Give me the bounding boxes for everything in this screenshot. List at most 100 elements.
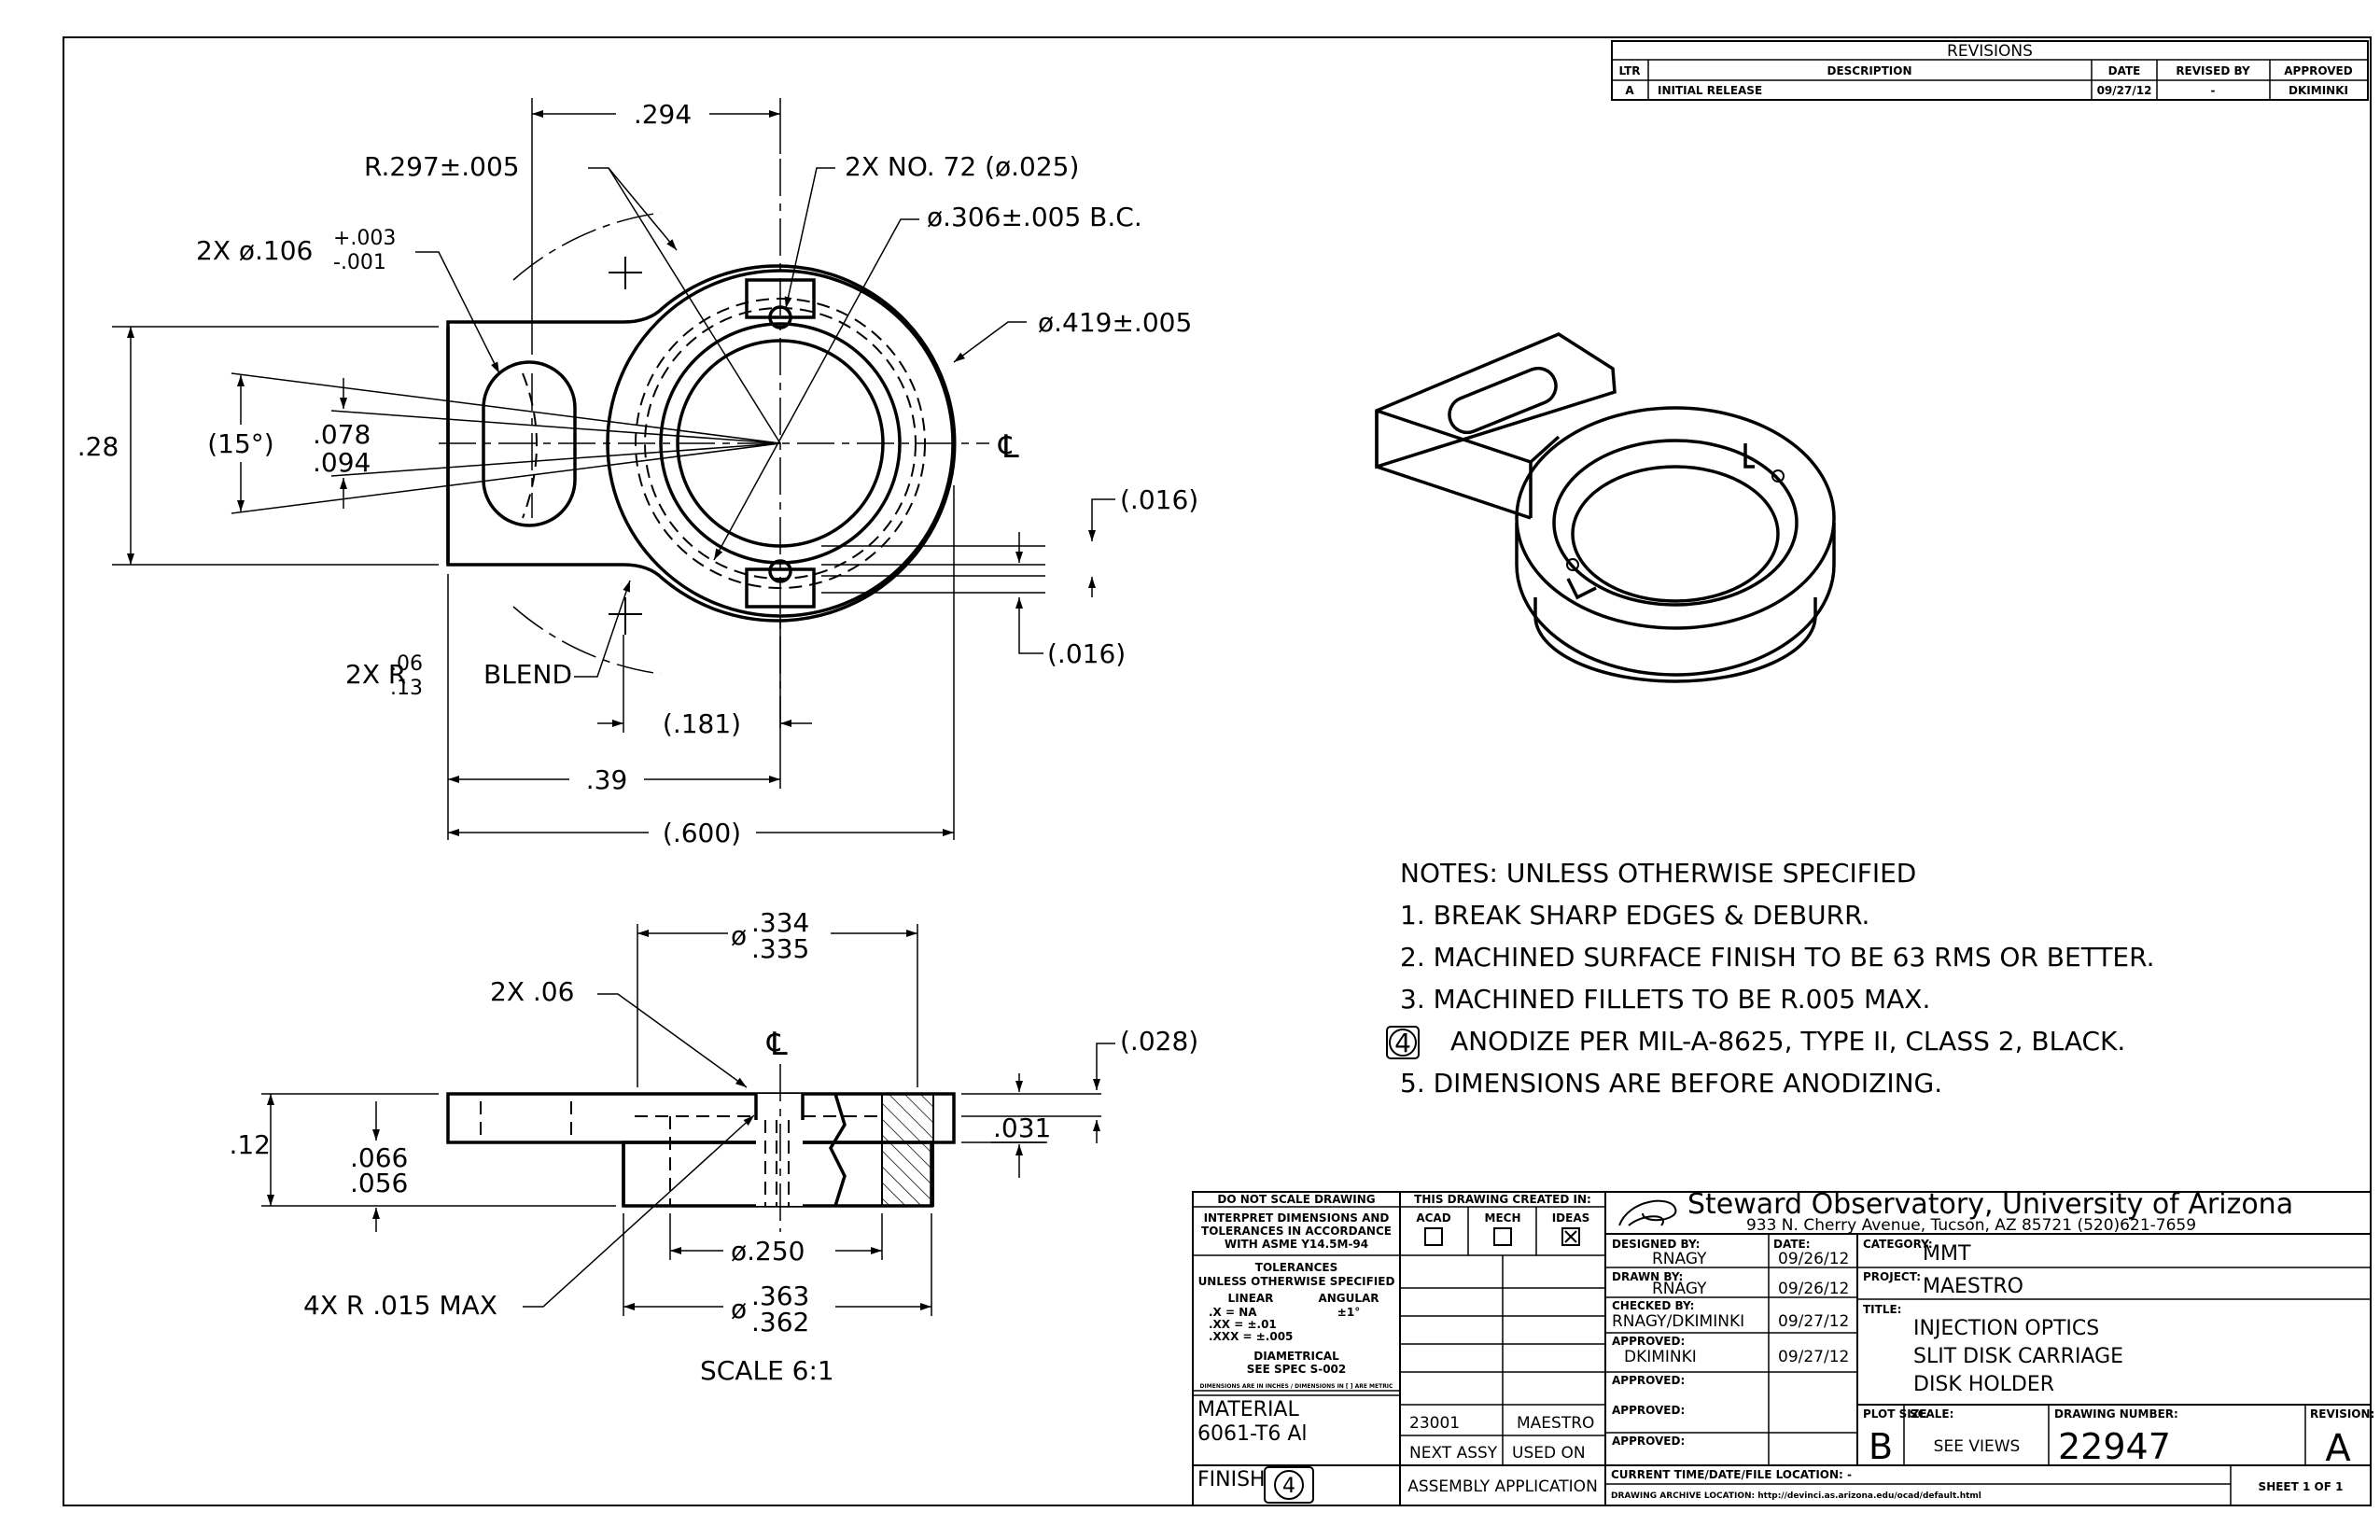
- tb-material-label: MATERIAL: [1197, 1398, 1299, 1421]
- flange-section: [446, 1092, 956, 1144]
- tb-material: 6061-T6 Al: [1197, 1422, 1308, 1446]
- tb-address: 933 N. Cherry Avenue, Tucson, AZ 85721 (…: [1746, 1216, 2196, 1235]
- tb-dwg-no: 22947: [2058, 1426, 2171, 1467]
- tb-scale: SEE VIEWS: [1934, 1437, 2021, 1456]
- note-3: 3. MACHINED FILLETS TO BE R.005 MAX.: [1400, 984, 1930, 1015]
- tb-approved-label-3: APPROVED:: [1612, 1404, 1685, 1417]
- tb-checked-date: 09/27/12: [1778, 1312, 1849, 1331]
- tb-interpret-3: WITH ASME Y14.5M-94: [1225, 1238, 1368, 1251]
- tb-archive-location: DRAWING ARCHIVE LOCATION: http://devinci…: [1611, 1491, 1981, 1501]
- tb-date-label: DATE:: [1773, 1238, 1811, 1251]
- tb-drawn-date: 09/26/12: [1778, 1280, 1849, 1298]
- tb-cad-acad: ACAD: [1416, 1211, 1450, 1225]
- tb-angular: ANGULAR: [1318, 1292, 1379, 1305]
- side-view: ℄ ø .334 .335 2X .06 (.028) .031 .12 .06…: [229, 907, 1198, 1386]
- dim-diameter-419: ø.419±.005: [1038, 307, 1192, 338]
- dim-dia-334: .334: [751, 907, 809, 938]
- tb-tol-ang: ±1°: [1337, 1306, 1360, 1319]
- dim-056: .056: [350, 1168, 408, 1198]
- tb-do-not-scale: DO NOT SCALE DRAWING: [1217, 1193, 1375, 1206]
- tb-approved-label-4: APPROVED:: [1612, 1435, 1685, 1448]
- note-4-flag: [1386, 1026, 1420, 1059]
- dim-031: .031: [993, 1113, 1051, 1143]
- tb-diametrical: DIAMETRICAL: [1253, 1350, 1339, 1363]
- tb-interpret-2: TOLERANCES IN ACCORDANCE: [1201, 1225, 1392, 1238]
- tb-next-assy-value: 23001: [1409, 1414, 1460, 1433]
- rev-row-revised-by: -: [2211, 84, 2216, 97]
- tb-assembly-app: ASSEMBLY APPLICATION: [1407, 1477, 1598, 1496]
- dim-294: .294: [634, 99, 692, 130]
- note-4: ANODIZE PER MIL-A-8625, TYPE II, CLASS 2…: [1450, 1026, 2125, 1057]
- rev-header-description: DESCRIPTION: [1827, 64, 1911, 77]
- dim-12: .12: [229, 1129, 271, 1160]
- dim-028: (.028): [1120, 1026, 1198, 1057]
- dim-181: (.181): [663, 708, 741, 739]
- side-view-scale: SCALE 6:1: [700, 1355, 834, 1386]
- tb-cad-ideas: IDEAS: [1552, 1211, 1590, 1225]
- tb-scale-label: SCALE:: [1910, 1407, 1953, 1421]
- revisions-block: REVISIONS LTR DESCRIPTION DATE REVISED B…: [1611, 40, 2369, 101]
- note-2: 2. MACHINED SURFACE FINISH TO BE 63 RMS …: [1400, 942, 2154, 973]
- dim-078: .078: [313, 419, 371, 450]
- tb-current-location: CURRENT TIME/DATE/FILE LOCATION: -: [1611, 1468, 1852, 1481]
- dim-dia-363-prefix: ø: [731, 1294, 747, 1324]
- dim-600: (.600): [663, 818, 741, 848]
- dim-dia-362: .362: [751, 1307, 809, 1337]
- dim-blend-suffix: BLEND: [483, 659, 572, 690]
- rev-row-description: INITIAL RELEASE: [1658, 84, 1762, 97]
- tb-finish-flag: [1264, 1466, 1314, 1504]
- isometric-view: [1375, 332, 1836, 683]
- tb-drawn-by: RNAGY: [1652, 1280, 1707, 1298]
- tb-tolerances-title: TOLERANCES: [1255, 1261, 1337, 1274]
- tb-approved-by: DKIMINKI: [1624, 1348, 1697, 1366]
- dim-blend-prefix: 2X R: [345, 659, 406, 690]
- tb-project: MAESTRO: [1923, 1275, 2023, 1298]
- tb-interpret-1: INTERPRET DIMENSIONS AND: [1204, 1211, 1390, 1225]
- dim-2x-06: 2X .06: [490, 976, 574, 1007]
- dim-radius-297: R.297±.005: [364, 151, 520, 182]
- tb-used-on: USED ON: [1512, 1444, 1586, 1463]
- note-1: 1. BREAK SHARP EDGES & DEBURR.: [1400, 900, 1869, 931]
- dim-094: .094: [313, 447, 371, 478]
- dim-blend-lower: .13: [390, 677, 423, 700]
- note-5: 5. DIMENSIONS ARE BEFORE ANODIZING.: [1400, 1068, 1942, 1099]
- dim-2x-no72: 2X NO. 72 (ø.025): [845, 151, 1079, 182]
- notes-block: NOTES: UNLESS OTHERWISE SPECIFIED 1. BRE…: [1386, 858, 2154, 1099]
- dim-dia-106-lower: -.001: [333, 251, 386, 274]
- tb-checked-by: RNAGY/DKIMINKI: [1612, 1312, 1744, 1331]
- rev-header-ltr: LTR: [1618, 64, 1640, 77]
- dim-016-lower: (.016): [1047, 638, 1126, 669]
- tb-rev-label: REVISION:: [2310, 1407, 2374, 1421]
- tb-next-assy: NEXT ASSY: [1409, 1444, 1498, 1463]
- rev-header-date: DATE: [2108, 64, 2141, 77]
- rev-row-ltr: A: [1625, 84, 1634, 97]
- dim-dia-106-upper: +.003: [333, 227, 396, 250]
- tb-linear: LINEAR: [1228, 1292, 1274, 1305]
- tb-drawn-by-label: DRAWN BY:: [1612, 1270, 1683, 1283]
- dim-blend-upper: .06: [390, 652, 423, 676]
- rev-row-approved: DKIMINKI: [2289, 84, 2348, 97]
- title-block: DO NOT SCALE DRAWING INTERPRET DIMENSION…: [1192, 1188, 2374, 1506]
- tb-designed-by: RNAGY: [1652, 1250, 1707, 1268]
- tb-checkbox-mech[interactable]: [1493, 1227, 1512, 1246]
- tb-sheet: SHEET 1 OF 1: [2259, 1480, 2344, 1493]
- tb-tol-x: .X = NA: [1209, 1306, 1257, 1319]
- tb-designed-by-label: DESIGNED BY:: [1612, 1238, 1700, 1251]
- tb-title-line-2: SLIT DISK CARRIAGE: [1913, 1345, 2123, 1368]
- tb-finish-label: FINISH: [1197, 1468, 1266, 1491]
- tb-cad-mech: MECH: [1485, 1211, 1521, 1225]
- tb-checkbox-ideas[interactable]: [1561, 1227, 1580, 1246]
- tb-title-line-3: DISK HOLDER: [1913, 1373, 2054, 1396]
- tb-title-line-1: INJECTION OPTICS: [1913, 1317, 2099, 1340]
- dim-dia-363: .363: [751, 1281, 809, 1311]
- tb-created-in: THIS DRAWING CREATED IN:: [1414, 1193, 1591, 1206]
- dim-39: .39: [586, 764, 628, 795]
- tb-org-name: Steward Observatory, University of Arizo…: [1687, 1188, 2293, 1221]
- rev-header-approved: APPROVED: [2284, 64, 2352, 77]
- tb-approved-label-2: APPROVED:: [1612, 1374, 1685, 1387]
- tb-title-label: TITLE:: [1863, 1303, 1901, 1316]
- tb-checkbox-acad[interactable]: [1424, 1227, 1443, 1246]
- tb-category-label: CATEGORY:: [1863, 1238, 1933, 1251]
- steward-logo: [1618, 1199, 1677, 1226]
